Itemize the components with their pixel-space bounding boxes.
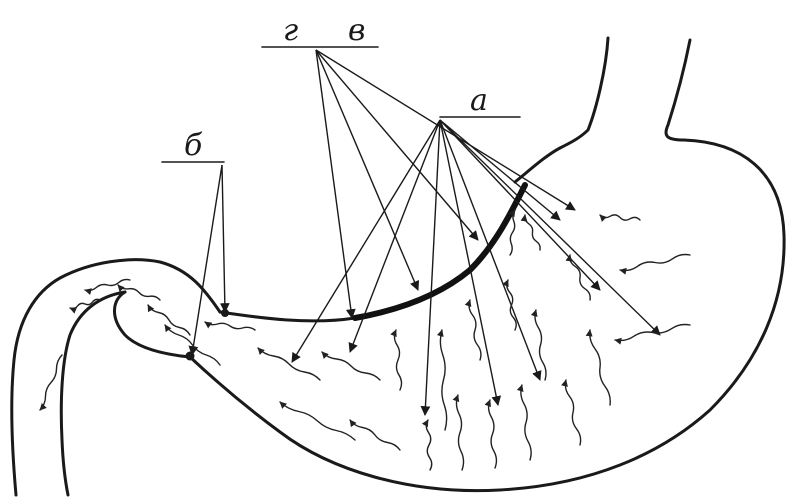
duodenum-inner: [59, 290, 127, 497]
wave-arrow: [69, 298, 101, 314]
wave-arrow: [614, 323, 691, 345]
wave-arrow: [619, 253, 691, 275]
wave-arrow: [530, 309, 547, 381]
label-g: г: [283, 13, 298, 48]
pylorus-dot-lower: [185, 351, 195, 361]
label-b: б: [184, 128, 203, 163]
pylorus-dot-upper: [221, 309, 229, 317]
wave-arrow: [349, 419, 401, 451]
wave-arrow: [164, 324, 221, 366]
wave-arrow: [436, 329, 448, 431]
wave-arrow: [321, 351, 381, 381]
pylorus-lower: [113, 290, 192, 359]
wave-arrow: [84, 278, 131, 296]
wave-arrow: [257, 347, 321, 381]
wave-arrow: [561, 379, 582, 446]
wave-arrow: [520, 214, 541, 251]
wave-arrow: [390, 329, 403, 391]
wave-arrow: [508, 209, 516, 256]
esophagus-right-wall: [664, 38, 692, 142]
wave-arrow: [204, 321, 256, 331]
rays-b: [188, 164, 230, 356]
wave-arrow: [565, 254, 591, 301]
wave-arrow: [279, 401, 356, 441]
label-a: а: [470, 83, 488, 118]
wave-arrow: [464, 299, 482, 361]
wave-arrow: [502, 279, 517, 331]
stomach-outline: [10, 36, 786, 497]
wave-arrow: [39, 354, 63, 411]
wave-arrow: [516, 384, 532, 461]
duodenum-outer: [10, 258, 222, 497]
wave-arrow: [421, 419, 433, 471]
wave-arrow: [599, 214, 641, 222]
lesser-curvature-antrum: [218, 310, 357, 323]
wave-arrow: [452, 394, 465, 471]
peristalsis-waves: [39, 209, 691, 471]
label-v: в: [348, 13, 365, 48]
wave-arrow: [147, 304, 191, 336]
wave-arrow: [484, 399, 498, 469]
lesser-curvature-thick: [352, 182, 528, 321]
esophagus-left-wall: [558, 36, 610, 150]
rays-gv: [315, 49, 576, 319]
wave-arrow: [585, 329, 611, 406]
greater-curvature: [188, 138, 786, 493]
rays-a: [291, 119, 661, 416]
lesser-curvature-upper: [513, 146, 562, 184]
wave-arrow: [117, 284, 161, 301]
